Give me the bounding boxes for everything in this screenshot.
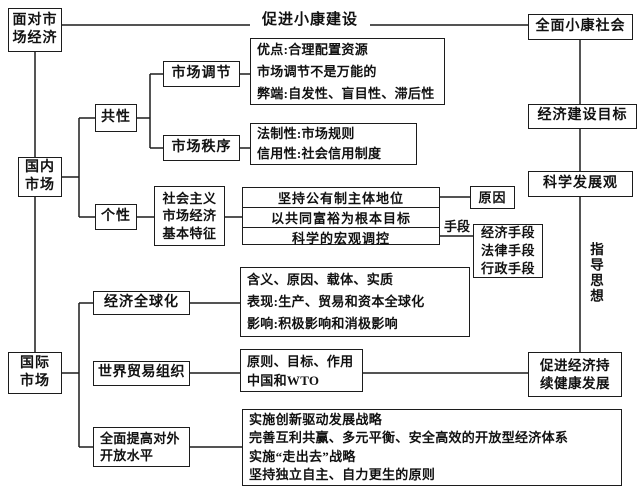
node-economic-construction-goal: 经济建设目标 <box>528 104 637 129</box>
feature-common-prosperity: 以共同富裕为根本目标 <box>243 208 439 228</box>
label-guiding-thought: 指导思想 <box>585 242 605 312</box>
box-means-detail: 经济手段 法律手段 行政手段 <box>473 224 543 278</box>
node-commonality: 共性 <box>95 104 137 132</box>
node-international-market: 国际 市场 <box>8 352 62 394</box>
feature-public-ownership: 坚持公有制主体地位 <box>243 188 439 208</box>
node-market-order: 市场秩序 <box>163 135 240 161</box>
node-facing-market-economy: 面对市 场经济 <box>8 8 62 52</box>
node-economic-globalization: 经济全球化 <box>93 291 190 315</box>
node-promote-sustained-healthy-development: 促进经济持 续健康发展 <box>528 352 622 397</box>
label-promote-well-off-construction: 促进小康建设 <box>250 8 370 29</box>
node-socialist-market-features: 社会主义 市场经济 基本特征 <box>154 186 225 246</box>
box-opening-up-detail: 实施创新驱动发展战略 完善互利共赢、多元平衡、安全高效的开放型经济体系 实施“走… <box>242 409 622 486</box>
box-three-basic-features: 坚持公有制主体地位 以共同富裕为根本目标 科学的宏观调控 <box>242 187 440 246</box>
label-means: 手段 <box>444 216 471 235</box>
box-wto-detail: 原则、目标、作用 中国和WTO <box>240 349 363 392</box>
node-individuality: 个性 <box>95 204 137 230</box>
node-opening-up: 全面提高对外 开放水平 <box>93 427 190 467</box>
node-wto: 世界贸易组织 <box>93 361 190 386</box>
node-well-off-society: 全面小康社会 <box>528 14 633 40</box>
box-market-regulation-detail: 优点:合理配置资源 市场调节不是万能的 弊端:自发性、盲目性、滞后性 <box>250 38 445 105</box>
feature-macro-control: 科学的宏观调控 <box>291 231 390 246</box>
box-globalization-detail: 含义、原因、载体、实质 表现:生产、贸易和资本全球化 影响:积极影响和消极影响 <box>240 267 470 337</box>
box-market-order-detail: 法制性:市场规则 信用性:社会信用制度 <box>250 123 417 165</box>
node-scientific-outlook: 科学发展观 <box>528 171 633 197</box>
node-reason: 原因 <box>470 186 515 209</box>
node-market-regulation: 市场调节 <box>163 61 240 87</box>
node-domestic-market: 国内 市场 <box>18 157 62 197</box>
